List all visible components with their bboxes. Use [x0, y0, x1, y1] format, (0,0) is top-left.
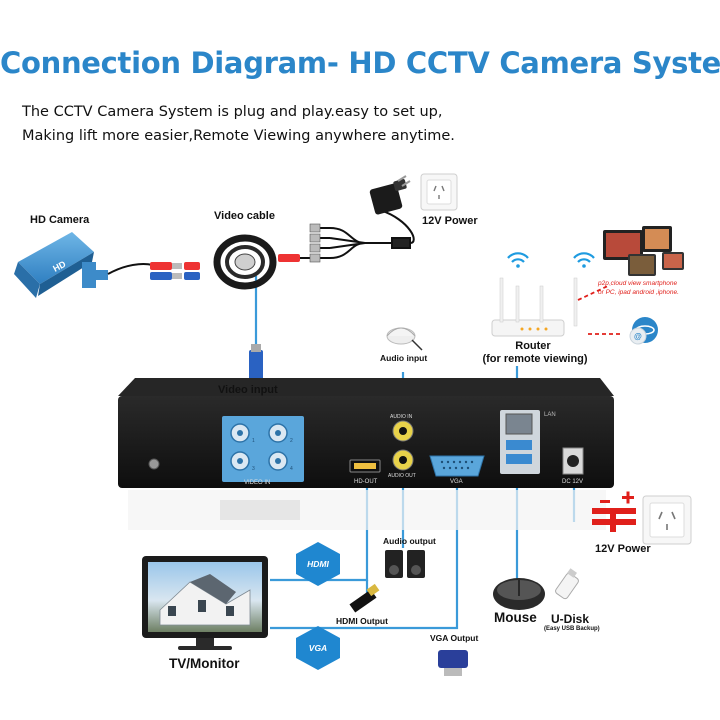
power-top-label: 12V Power — [422, 215, 478, 227]
hd-camera-icon: HD — [14, 232, 108, 298]
video-input-label: Video input — [218, 384, 278, 396]
microphone-icon — [386, 327, 423, 351]
page-title: Connection Diagram- HD CCTV Camera Syste… — [0, 46, 720, 80]
vga-port — [429, 455, 485, 477]
audio-output-label: Audio output — [383, 536, 436, 546]
port-lan-label: LAN — [544, 412, 556, 418]
power-polarity-icon — [592, 491, 636, 532]
audio-input-label: Audio input — [380, 353, 428, 363]
p2p-line-1: p2p cloud view smartphone — [598, 280, 678, 287]
port-dc-label: DC 12V — [562, 479, 584, 485]
tv-monitor-icon — [142, 556, 268, 650]
tv-monitor-label: TV/Monitor — [169, 656, 240, 671]
splitter-plugs — [309, 223, 321, 263]
port-vga-label: VGA — [450, 479, 463, 485]
usb-port-2 — [506, 454, 532, 464]
svg-text:@: @ — [634, 332, 642, 341]
hdmi-pill-label: HDMI — [307, 559, 329, 569]
dvr-recorder — [118, 378, 614, 530]
speakers-icon — [385, 550, 425, 578]
hdmi-output-label: HDMI Output — [336, 616, 388, 626]
subtitle-line-2: Making lift more easier,Remote Viewing a… — [22, 128, 455, 144]
p2p-line-2: or PC, ipad android ,iphone. — [598, 289, 679, 296]
port-audio-out-label: AUDIO OUT — [388, 473, 416, 479]
wall-socket-top-icon — [420, 173, 458, 211]
bnc-3-label: 3 — [252, 466, 255, 472]
mobile-devices-icon — [603, 226, 684, 276]
wifi-icon-right — [573, 252, 595, 268]
port-video-in-label: VIDEO IN — [244, 480, 271, 486]
power-splitter-icon — [320, 209, 415, 259]
hdmi-pill-badge — [296, 542, 340, 586]
router-icon — [491, 277, 578, 337]
usb-port-1 — [506, 440, 532, 450]
port-hd-out-label: HD-OUT — [354, 479, 378, 485]
video-cable-label: Video cable — [214, 210, 275, 222]
bnc-2-label: 2 — [290, 438, 293, 444]
vga-output-label: VGA Output — [430, 633, 479, 643]
lan-port — [505, 413, 533, 435]
hd-camera-label: HD Camera — [30, 214, 90, 226]
udisk-label: U-Disk — [551, 612, 590, 626]
video-cable-icon — [107, 234, 320, 290]
cloud-globe-icon: @ — [629, 317, 658, 345]
udisk-sub-label: (Easy USB Backup) — [544, 626, 600, 632]
mouse-label: Mouse — [494, 610, 537, 625]
router-sub-label: (for remote viewing) — [482, 353, 588, 365]
vga-pill-badge — [296, 626, 340, 670]
power-adapter-icon — [369, 175, 411, 215]
mouse-icon — [493, 578, 545, 610]
power-bottom-label: 12V Power — [595, 543, 651, 555]
vga-pill-label: VGA — [308, 643, 328, 653]
hdmi-cable-icon — [349, 583, 380, 613]
router-label: Router — [515, 340, 551, 352]
bnc-1-label: 1 — [252, 438, 255, 444]
port-audio-in-label: AUDIO IN — [390, 414, 413, 420]
wifi-icon-left — [507, 252, 529, 268]
vga-cable-icon — [438, 650, 468, 676]
bnc-4-label: 4 — [290, 466, 293, 472]
wall-socket-bottom-icon — [642, 495, 692, 545]
usb-disk-icon — [555, 568, 579, 600]
subtitle-line-1: The CCTV Camera System is plug and play.… — [22, 104, 443, 120]
